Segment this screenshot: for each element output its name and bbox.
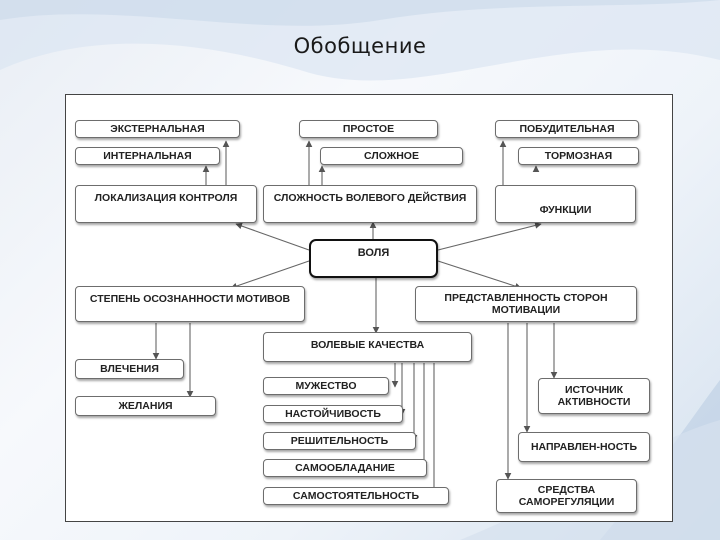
motivation-box: ПРЕДСТАВЛЕННОСТЬ СТОРОН МОТИВАЦИИ xyxy=(415,286,637,322)
quality-item-persistence: НАСТОЙЧИВОСТЬ xyxy=(263,405,403,423)
complexity-item-complex: СЛОЖНОЕ xyxy=(320,147,463,165)
function-item-motivating: ПОБУДИТЕЛЬНАЯ xyxy=(495,120,639,138)
diagram-panel: ЭКСТЕРНАЛЬНАЯ ИНТЕРНАЛЬНАЯ ЛОКАЛИЗАЦИЯ К… xyxy=(65,94,673,522)
awareness-item-drives: ВЛЕЧЕНИЯ xyxy=(75,359,184,379)
qualities-box: ВОЛЕВЫЕ КАЧЕСТВА xyxy=(263,332,472,362)
connector-lines xyxy=(152,140,558,496)
functions-box: ФУНКЦИИ xyxy=(495,185,636,223)
motivation-item-direction: НАПРАВЛЕН-НОСТЬ xyxy=(518,432,650,462)
quality-item-independence: САМОСТОЯТЕЛЬНОСТЬ xyxy=(263,487,449,505)
localization-item-internal: ИНТЕРНАЛЬНАЯ xyxy=(75,147,220,165)
complexity-box: СЛОЖНОСТЬ ВОЛЕВОГО ДЕЙСТВИЯ xyxy=(263,185,477,223)
motivation-item-self-regulation: СРЕДСТВА САМОРЕГУЛЯЦИИ xyxy=(496,479,637,513)
slide-title: Обобщение xyxy=(293,34,427,58)
quality-item-self-control: САМООБЛАДАНИЕ xyxy=(263,459,427,477)
quality-item-courage: МУЖЕСТВО xyxy=(263,377,389,395)
awareness-item-desires: ЖЕЛАНИЯ xyxy=(75,396,216,416)
localization-item-external: ЭКСТЕРНАЛЬНАЯ xyxy=(75,120,240,138)
function-item-inhibiting: ТОРМОЗНАЯ xyxy=(518,147,639,165)
awareness-box: СТЕПЕНЬ ОСОЗНАННОСТИ МОТИВОВ xyxy=(75,286,305,322)
will-center-node: ВОЛЯ xyxy=(309,239,438,278)
complexity-item-simple: ПРОСТОЕ xyxy=(299,120,438,138)
quality-item-decisiveness: РЕШИТЕЛЬНОСТЬ xyxy=(263,432,416,450)
motivation-item-source: ИСТОЧНИК АКТИВНОСТИ xyxy=(538,378,650,414)
localization-control-box: ЛОКАЛИЗАЦИЯ КОНТРОЛЯ xyxy=(75,185,257,223)
